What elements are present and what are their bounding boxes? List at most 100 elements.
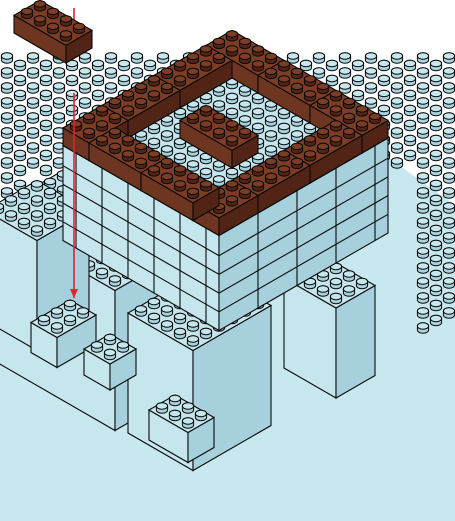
stud-top [303,75,317,83]
stud-top [156,52,170,60]
baseplate-stud [416,277,430,289]
new-brick [230,149,312,214]
stud-top [338,52,352,60]
stud-top [238,115,252,123]
loose-brick [12,0,94,64]
stud-top [442,67,455,75]
baseplate-stud [442,202,455,214]
stud-top [416,202,430,210]
stud-top [342,112,356,121]
baseplate-stud [156,52,170,64]
stud-top [416,172,430,180]
stud-top [63,314,77,323]
stud-top [390,82,404,90]
stud-top [186,172,200,181]
stud-top [390,97,404,105]
baseplate-stud [286,52,300,64]
stud-top [429,134,443,143]
stud-top [351,89,365,98]
baseplate-stud [0,82,14,94]
stud-top [238,100,252,108]
baseplate-stud [442,262,455,274]
stud-top [416,292,430,300]
baseplate-stud [39,59,53,72]
stud-top [52,97,66,105]
stud-top [390,127,404,135]
stud-top [91,59,105,68]
stud-top [104,67,118,75]
stud-top [43,217,57,226]
baseplate-stud [403,149,417,162]
layer-seam [62,157,389,257]
stud-top [65,104,79,113]
baseplate-stud [416,217,430,229]
stud-top [264,115,278,123]
stud-top [95,120,109,128]
stud-top [429,224,443,233]
stud-top [290,82,304,91]
stud-top [91,89,105,98]
stud-top [78,97,92,105]
baseplate-stud [416,67,430,79]
stud-top [117,59,131,68]
baseplate-stud [416,232,430,244]
baseplate-stud [429,119,443,132]
stud-top [290,130,304,138]
stud-top [59,15,73,23]
stud-top [13,74,27,83]
stud-top [173,312,187,321]
stud-top [351,74,365,83]
stud-top [30,210,44,218]
stud-top [403,104,417,113]
stud-top [26,82,40,90]
baseplate-stud [104,52,118,64]
stud-top [13,134,27,143]
baseplate-stud [416,157,430,169]
stud-top [225,195,239,203]
stud-top [4,210,18,218]
stud-top [160,172,174,181]
stud-top [429,314,443,323]
stud-top [277,137,291,146]
baseplate-stud [429,59,443,72]
stud-top [108,112,122,121]
stud-top [442,112,455,120]
stud-top [160,157,174,166]
baseplate-stud [299,59,313,72]
baseplate-stud [442,82,455,94]
stud-top [0,52,14,60]
stud-top [342,127,356,136]
stud-top [13,149,27,158]
stud-top [13,164,27,173]
stud-top [442,187,455,195]
baseplate-stud [442,172,455,184]
stud-top [390,67,404,75]
baseplate-stud [377,59,391,72]
stud-top [82,127,96,136]
stud-top [143,59,157,68]
stud-top [429,299,443,308]
stud-top [303,90,317,98]
existing-house [82,333,138,391]
stud-top [104,52,118,60]
new-brick-layer [61,29,390,237]
stud-top [199,180,213,188]
stud-top [251,45,265,53]
stud-top [442,157,455,165]
stud-top [173,327,187,336]
stud-top [416,322,430,330]
baseplate-stud [26,97,40,109]
stud-top [17,217,31,226]
stud-top [26,112,40,120]
stud-top [130,52,144,60]
baseplate-stud [429,89,443,102]
baseplate-stud [117,74,131,87]
stud-top [50,322,64,330]
baseplate-stud [52,97,66,109]
baseplate-stud [429,239,443,252]
stud-top [108,275,122,283]
stud-top [312,67,326,75]
stud-top [212,127,226,136]
stud-top [390,52,404,60]
stud-top [199,60,213,68]
